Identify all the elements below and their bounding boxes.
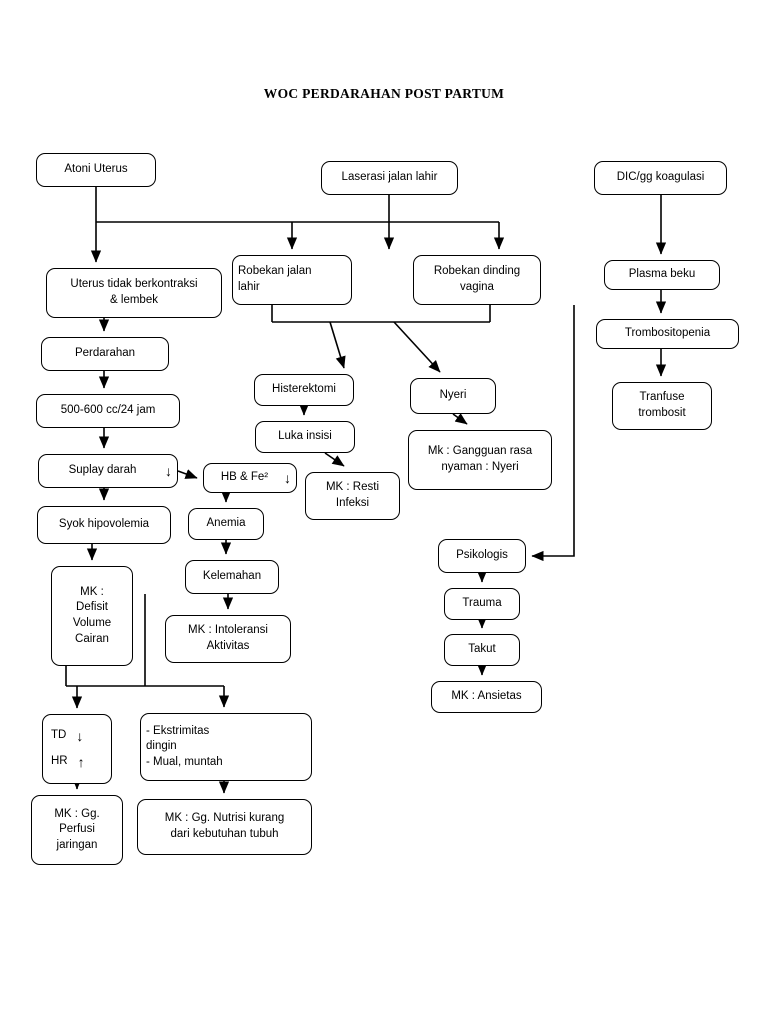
node-perdarahan: Perdarahan [41, 337, 169, 371]
node-label: Robekan dinding vagina [433, 265, 521, 293]
arrow-down-icon: ↓ [284, 470, 291, 486]
node-nyeri: Nyeri [410, 378, 496, 414]
node-label: TD [51, 729, 67, 742]
node-mkdefisit: MK : Defisit Volume Cairan [51, 566, 133, 666]
node-dic: DIC/gg koagulasi [594, 161, 727, 195]
node-label: MK : Gg. Nutrisi kurang dari kebutuhan t… [164, 812, 285, 840]
node-suplay: Suplay darah ↓ [38, 454, 178, 488]
arrow-down-icon: ↓ [165, 463, 172, 479]
node-label: Anemia [206, 517, 246, 530]
node-trombosito: Trombositopenia [596, 319, 739, 349]
node-label: Mk : Gangguan rasa nyaman : Nyeri [427, 445, 533, 473]
node-uterus: Uterus tidak berkontraksi & lembek [46, 268, 222, 318]
node-label: Nyeri [439, 389, 467, 402]
node-label: Syok hipovolemia [58, 518, 150, 531]
node-label: Atoni Uterus [64, 163, 128, 176]
node-label: Histerektomi [272, 383, 336, 396]
node-mknyeri: Mk : Gangguan rasa nyaman : Nyeri [408, 430, 552, 490]
node-label: MK : Defisit Volume Cairan [72, 585, 112, 645]
node-lukainsisi: Luka insisi [255, 421, 355, 453]
node-label: Trombositopenia [624, 327, 711, 340]
node-trauma: Trauma [444, 588, 520, 620]
node-label: Takut [468, 643, 496, 656]
node-label: MK : Ansietas [451, 690, 522, 703]
arrow-up-icon: ↑ [77, 753, 85, 770]
node-label: Kelemahan [202, 570, 262, 583]
node-robekanjalan: Robekan jalan lahir [232, 255, 352, 305]
node-label: MK : Resti Infeksi [325, 481, 380, 509]
node-mkansietas: MK : Ansietas [431, 681, 542, 713]
node-psikologis: Psikologis [438, 539, 526, 573]
node-robekandind: Robekan dinding vagina [413, 255, 541, 305]
node-label: Psikologis [456, 549, 508, 562]
node-label: Suplay darah [68, 464, 137, 477]
node-tranfuse: Tranfuse trombosit [612, 382, 712, 430]
node-takut: Takut [444, 634, 520, 666]
node-tdhr: TD ↓ HR ↑ [42, 714, 112, 784]
node-label: 500-600 cc/24 jam [60, 404, 156, 417]
node-syok: Syok hipovolemia [37, 506, 171, 544]
node-atoni: Atoni Uterus [36, 153, 156, 187]
node-label: Tranfuse trombosit [638, 391, 686, 419]
node-mkperfusi: MK : Gg. Perfusi jaringan [31, 795, 123, 865]
node-mkintoleransi: MK : Intoleransi Aktivitas [165, 615, 291, 663]
node-mknutrisi: MK : Gg. Nutrisi kurang dari kebutuhan t… [137, 799, 312, 855]
node-kelemahan: Kelemahan [185, 560, 279, 594]
node-label: MK : Intoleransi Aktivitas [188, 624, 268, 652]
node-cc24: 500-600 cc/24 jam [36, 394, 180, 428]
node-label: DIC/gg koagulasi [616, 171, 705, 184]
node-laserasi: Laserasi jalan lahir [321, 161, 458, 195]
node-label: Luka insisi [278, 430, 332, 443]
node-label: Laserasi jalan lahir [341, 171, 438, 184]
node-ekstrimitas: - Ekstrimitas dingin - Mual, muntah [140, 713, 312, 781]
node-label: - Ekstrimitas dingin - Mual, muntah [146, 724, 223, 768]
node-plasma: Plasma beku [604, 260, 720, 290]
node-label: MK : Gg. Perfusi jaringan [54, 807, 100, 851]
page-title: WOC PERDARAHAN POST PARTUM [263, 86, 505, 101]
node-label: Trauma [462, 597, 502, 610]
node-label: Plasma beku [628, 268, 696, 281]
node-histerektomi: Histerektomi [254, 374, 354, 406]
node-label: Robekan jalan lahir [238, 265, 312, 293]
arrow-down-icon: ↓ [76, 728, 84, 745]
node-hbfe: HB & Fe² ↓ [203, 463, 297, 493]
node-mkresti: MK : Resti Infeksi [305, 472, 400, 520]
node-label: HB & Fe² [220, 471, 269, 484]
node-anemia: Anemia [188, 508, 264, 540]
node-label: Perdarahan [74, 347, 136, 360]
node-label: HR [51, 755, 68, 767]
node-label: Uterus tidak berkontraksi & lembek [70, 278, 198, 306]
